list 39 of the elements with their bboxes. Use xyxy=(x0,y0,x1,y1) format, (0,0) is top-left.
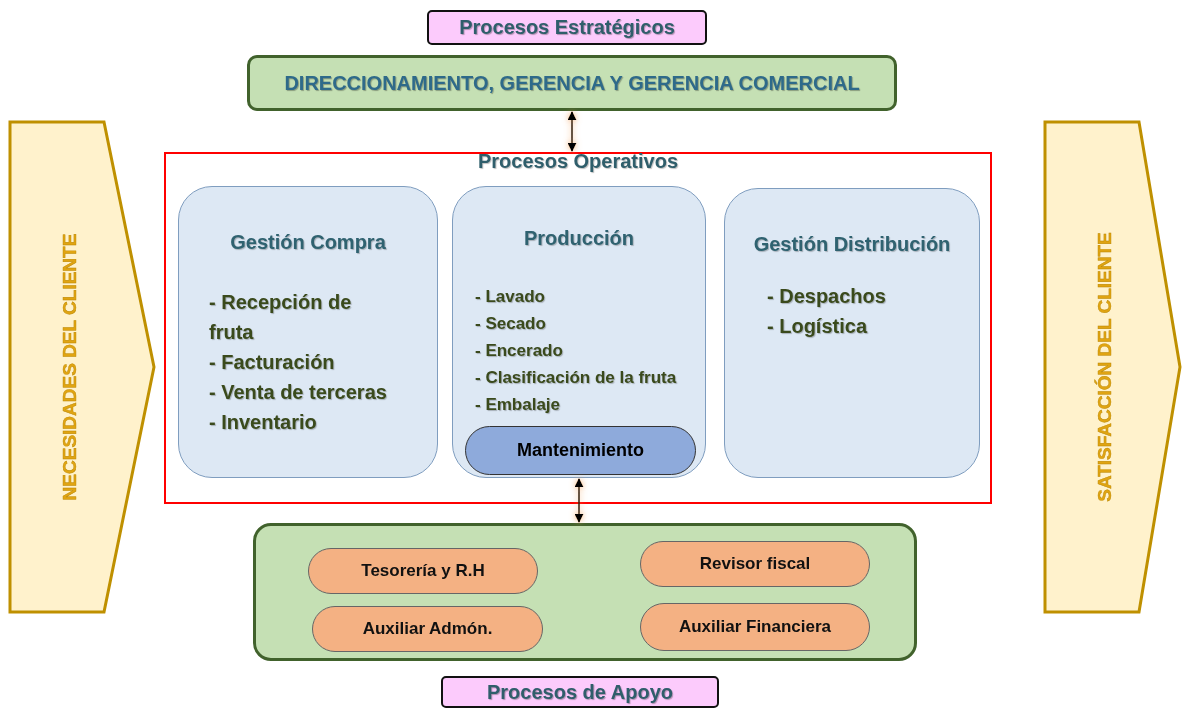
card-heading: Gestión Distribución xyxy=(752,233,952,256)
list-item: - Clasificación de la fruta xyxy=(475,367,677,389)
process-pill xyxy=(640,541,870,587)
vertical-label: NECESIDADES DEL CLIENTE xyxy=(58,232,81,503)
card-heading: Gestión Compra xyxy=(229,231,387,254)
vertical-label: SATISFACCIÓN DEL CLIENTE xyxy=(1093,231,1116,504)
double-arrow xyxy=(567,111,577,152)
list-item: - Venta de terceras xyxy=(209,380,387,405)
support-panel xyxy=(253,523,917,661)
list-item: - Facturación xyxy=(209,350,335,375)
process-card xyxy=(178,186,438,478)
list-item: - Logística xyxy=(767,314,867,339)
process-label: Auxiliar Financiera xyxy=(678,617,832,637)
list-item: - Encerado xyxy=(475,340,563,362)
process-pill xyxy=(308,548,538,594)
double-arrow xyxy=(574,478,584,523)
process-label: Procesos de Apoyo xyxy=(487,680,673,704)
card-heading: Producción xyxy=(523,227,635,250)
list-item: - Despachos xyxy=(767,284,886,309)
process-label: Mantenimiento xyxy=(517,440,644,461)
group-heading: Procesos Operativos xyxy=(476,150,680,173)
process-label: Revisor fiscal xyxy=(699,554,811,574)
process-title: DIRECCIONAMIENTO, GERENCIA Y GERENCIA COMERCIAL xyxy=(284,71,860,95)
process-label: Auxiliar Admón. xyxy=(362,619,493,639)
category-label-box xyxy=(441,676,719,708)
list-item: - Embalaje xyxy=(475,394,561,416)
process-box xyxy=(247,55,897,111)
process-card xyxy=(452,186,706,478)
list-item: - Lavado xyxy=(475,286,545,308)
process-label: Tesorería y R.H xyxy=(361,561,485,581)
process-pill xyxy=(312,606,543,652)
process-card xyxy=(724,188,980,478)
list-item: - Recepción de fruta xyxy=(209,290,353,345)
list-item: - Secado xyxy=(475,313,546,335)
list-item: - Inventario xyxy=(209,410,317,435)
process-pill xyxy=(465,426,696,475)
category-label-box xyxy=(427,10,707,45)
process-pill xyxy=(640,603,870,651)
process-label: Procesos Estratégicos xyxy=(459,16,675,39)
